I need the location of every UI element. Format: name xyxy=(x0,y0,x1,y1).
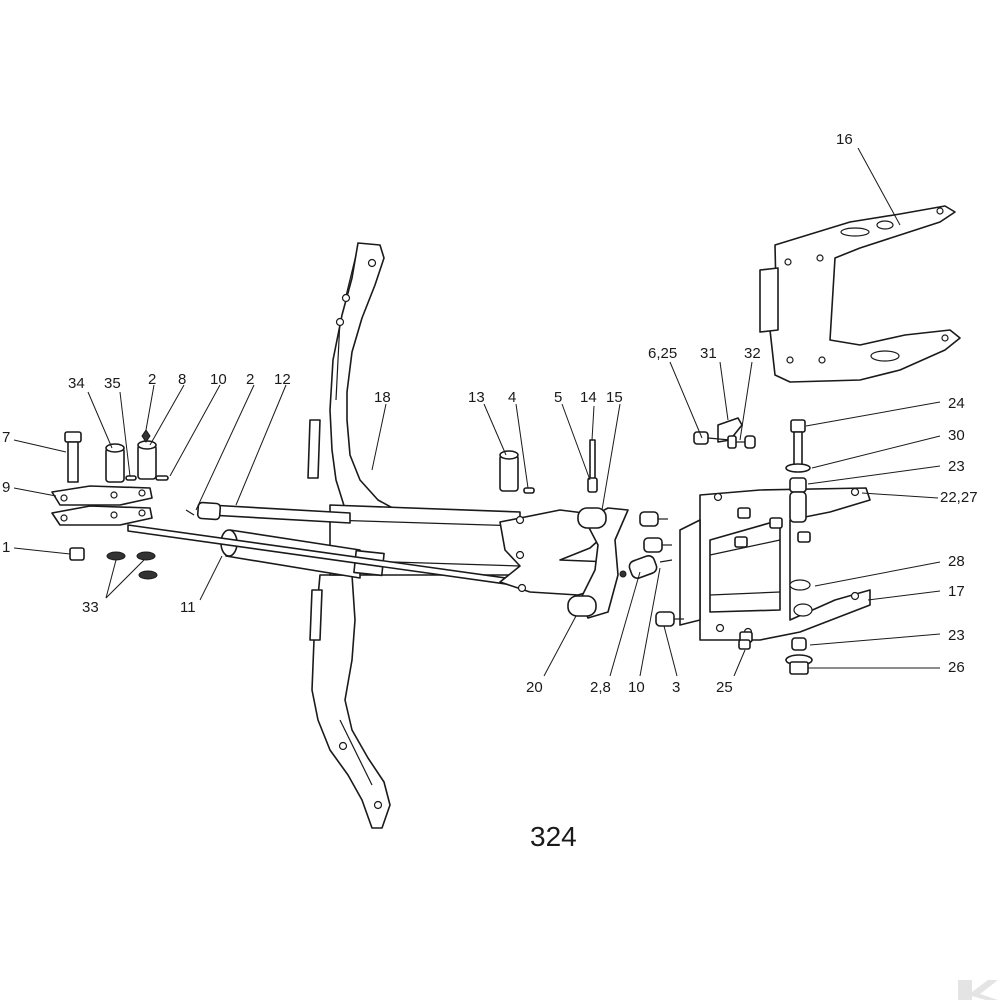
brand-logo xyxy=(958,980,998,1000)
callout-10-left: 10 xyxy=(210,371,227,388)
left-hardware xyxy=(51,429,195,580)
callout-25: 25 xyxy=(716,679,733,696)
callout-11: 11 xyxy=(180,599,196,616)
callout-23-upper: 23 xyxy=(948,458,965,475)
callout-31: 31 xyxy=(700,345,717,362)
pivot-bracket xyxy=(499,507,629,619)
callout-9: 9 xyxy=(2,479,10,496)
hitch-latch xyxy=(693,417,756,449)
main-frame xyxy=(307,242,521,829)
callout-32: 32 xyxy=(744,345,761,362)
callout-10-right: 10 xyxy=(628,679,645,696)
callout-23-lower: 23 xyxy=(948,627,965,644)
top-bracket xyxy=(759,205,961,383)
callout-3: 3 xyxy=(672,679,680,696)
callout-28: 28 xyxy=(948,553,965,570)
page-number: 324 xyxy=(530,821,577,852)
callout-22-27: 22,27 xyxy=(940,489,978,506)
callout-1: 1 xyxy=(2,539,10,556)
callout-30: 30 xyxy=(948,427,965,444)
callout-13: 13 xyxy=(468,389,485,406)
callout-14: 14 xyxy=(580,389,597,406)
mounting-box xyxy=(679,487,871,643)
callout-33: 33 xyxy=(82,599,99,616)
callout-2-center: 2 xyxy=(246,371,254,388)
callout-2-8: 2,8 xyxy=(590,679,611,696)
leader-lines xyxy=(13,147,941,677)
callout-35: 35 xyxy=(104,375,121,392)
callout-16: 16 xyxy=(836,131,853,148)
callout-6-25: 6,25 xyxy=(648,345,677,362)
callout-34: 34 xyxy=(68,375,85,392)
callout-7: 7 xyxy=(2,429,10,446)
clamp-bolts xyxy=(639,511,751,650)
callout-17: 17 xyxy=(948,583,965,600)
bolt-stack xyxy=(785,419,813,675)
callout-26: 26 xyxy=(948,659,965,676)
callout-2-left: 2 xyxy=(148,371,156,388)
callout-18: 18 xyxy=(374,389,391,406)
callout-labels: 16 6,25 31 32 24 30 23 22,27 28 17 23 26… xyxy=(2,131,978,696)
callout-24: 24 xyxy=(948,395,965,412)
callout-8: 8 xyxy=(178,371,186,388)
bushing-and-pins xyxy=(499,439,673,580)
callout-4: 4 xyxy=(508,389,516,406)
hydraulic-cylinder xyxy=(127,501,521,587)
callout-15: 15 xyxy=(606,389,623,406)
callout-20: 20 xyxy=(526,679,543,696)
callout-12: 12 xyxy=(274,371,291,388)
callout-5: 5 xyxy=(554,389,562,406)
